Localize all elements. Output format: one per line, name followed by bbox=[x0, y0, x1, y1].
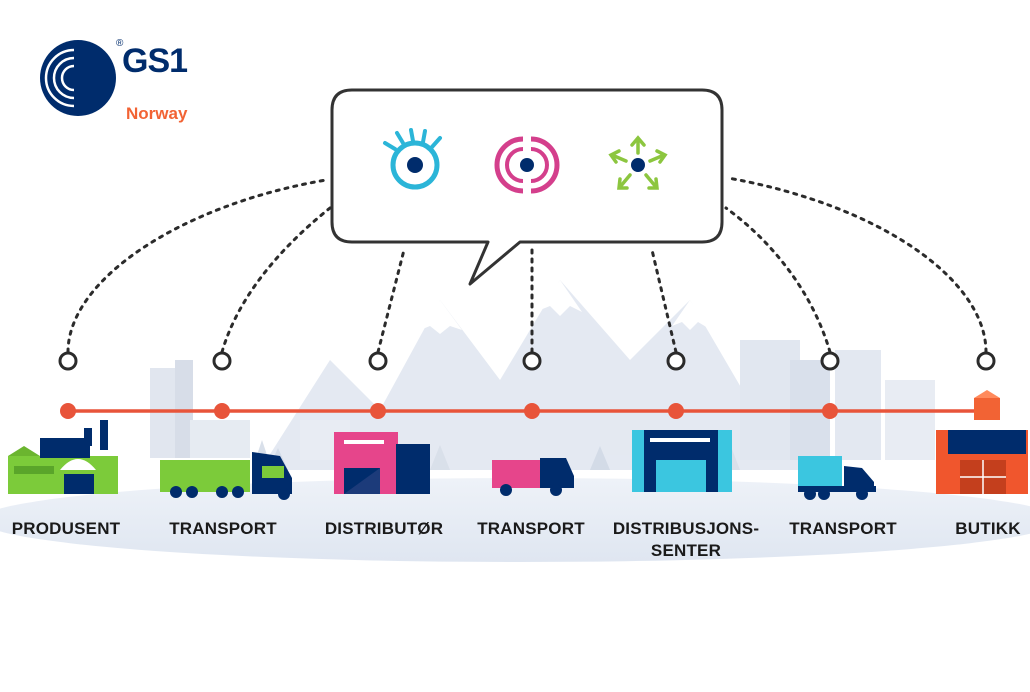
connector-end-node bbox=[58, 351, 78, 371]
connector-1 bbox=[66, 178, 328, 354]
stage-label: BUTIKK bbox=[955, 519, 1021, 538]
transport-small-truck-icon bbox=[798, 456, 876, 500]
mountain-snow-2 bbox=[540, 280, 582, 316]
stage-label: TRANSPORT bbox=[169, 519, 277, 538]
bg-building-8 bbox=[835, 350, 881, 460]
transport-van-icon bbox=[492, 458, 574, 496]
timeline-node bbox=[668, 403, 684, 419]
bg-tree-4 bbox=[590, 446, 610, 470]
signal-target-icon bbox=[494, 136, 560, 194]
share-arrows-icon bbox=[608, 135, 668, 190]
distributor-building-icon bbox=[334, 432, 430, 494]
connector-end-node bbox=[522, 351, 542, 371]
timeline-node bbox=[524, 403, 540, 419]
transport-truck-icon bbox=[160, 452, 292, 500]
store-building-icon bbox=[936, 390, 1028, 494]
logo-brand-text: GS1 bbox=[122, 42, 188, 80]
bg-building-2 bbox=[175, 360, 193, 458]
background-scenery bbox=[0, 280, 1030, 562]
connector-7 bbox=[726, 176, 988, 354]
gs1-logo-mark bbox=[40, 40, 116, 116]
connector-end-node bbox=[368, 351, 388, 371]
mountain-snow-1 bbox=[420, 300, 462, 334]
gs1-logo: GS1 ® Norway bbox=[38, 38, 208, 130]
mountain-range bbox=[260, 280, 820, 470]
logo-country-text: Norway bbox=[126, 104, 188, 123]
connector-end-node bbox=[212, 351, 232, 371]
stage-label: TRANSPORT bbox=[789, 519, 897, 538]
stage-label: PRODUSENT bbox=[11, 519, 121, 538]
bg-tree-3 bbox=[430, 445, 450, 470]
bg-building-9 bbox=[885, 380, 935, 460]
connector-end-node bbox=[976, 351, 996, 371]
connector-3 bbox=[376, 248, 406, 354]
timeline-node bbox=[822, 403, 838, 419]
speech-bubble bbox=[330, 88, 724, 286]
connector-end-node bbox=[666, 351, 686, 371]
stage-label: DISTRIBUSJONS-SENTER bbox=[612, 519, 760, 560]
bg-building-3 bbox=[190, 420, 250, 458]
timeline-node bbox=[60, 403, 76, 419]
connector-6 bbox=[724, 206, 832, 354]
mountain-snow-3 bbox=[672, 300, 708, 330]
logo-registered-mark: ® bbox=[116, 38, 124, 49]
connector-5 bbox=[650, 248, 678, 354]
timeline-node bbox=[370, 403, 386, 419]
dotted-connectors bbox=[66, 176, 988, 354]
connector-end-node bbox=[820, 351, 840, 371]
bubble-outline bbox=[330, 88, 724, 286]
stage-label: TRANSPORT bbox=[477, 519, 585, 538]
connector-2 bbox=[220, 206, 332, 354]
producer-factory-icon bbox=[8, 420, 118, 494]
package-icon bbox=[974, 398, 1000, 420]
timeline-node bbox=[214, 403, 230, 419]
stage-label: DISTRIBUTØR bbox=[324, 519, 444, 538]
eye-icon bbox=[383, 128, 442, 190]
distribution-center-icon bbox=[632, 430, 732, 492]
ground-ellipse bbox=[0, 478, 1030, 562]
